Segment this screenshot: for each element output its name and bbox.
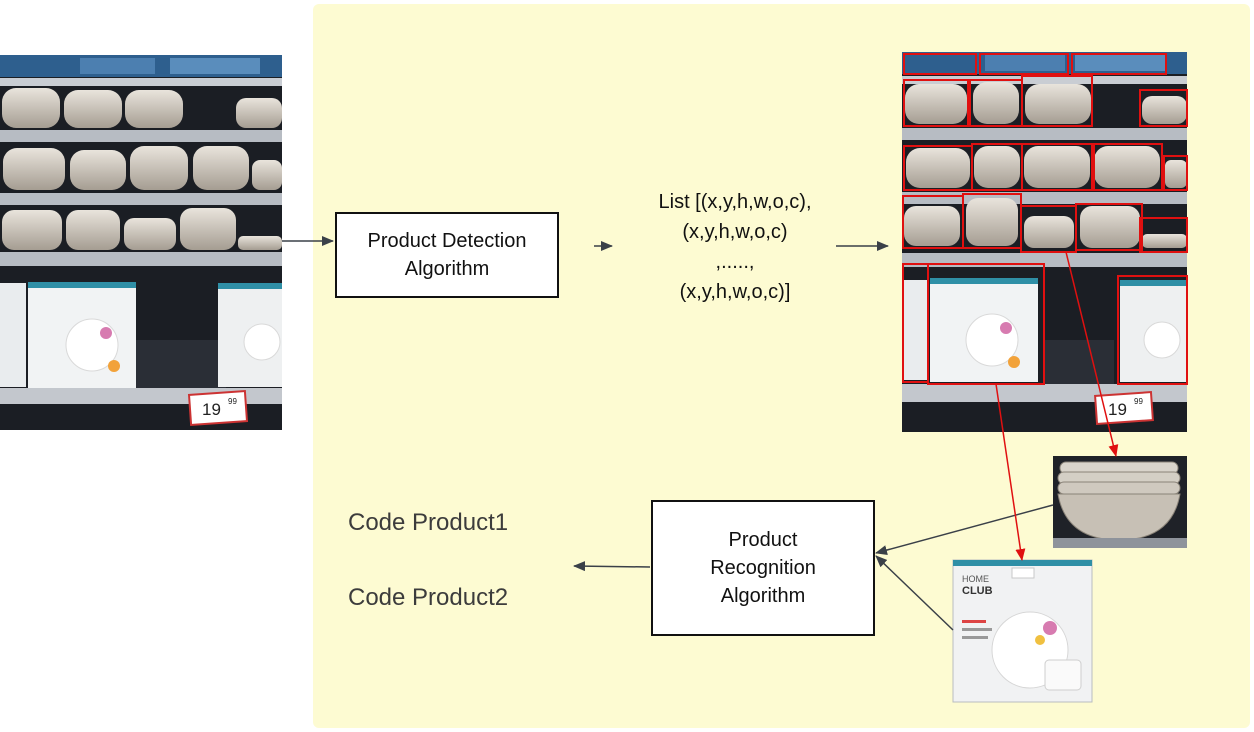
code-product-2: Code Product2	[348, 584, 509, 611]
price-cents-left: 99	[228, 397, 237, 406]
price-cents-right: 99	[1134, 397, 1143, 406]
box-brand-2: CLUB	[962, 585, 993, 597]
crop-bowls-image	[1053, 456, 1187, 548]
crop-box-image: HOME CLUB	[952, 559, 1093, 703]
box-brand-1: HOME	[962, 574, 989, 584]
price-tag-left: 19	[202, 400, 221, 419]
code-product-1: Code Product1	[348, 509, 509, 536]
detection-bboxes	[902, 53, 1188, 385]
product-recognition-label: Product Recognition Algorithm	[710, 529, 816, 607]
product-detection-label: Product Detection Algorithm	[367, 230, 527, 280]
arrows	[282, 236, 1119, 631]
product-detection-box: Product Detection Algorithm	[335, 212, 559, 298]
price-tag-right: 19	[1108, 400, 1127, 419]
product-recognition-box: Product Recognition Algorithm	[651, 500, 875, 636]
shelf-image-left: 19 99	[0, 55, 282, 430]
detection-output-list: List [(x,y,h,w,o,c), (x,y,h,w,o,c) ,....…	[658, 191, 812, 303]
